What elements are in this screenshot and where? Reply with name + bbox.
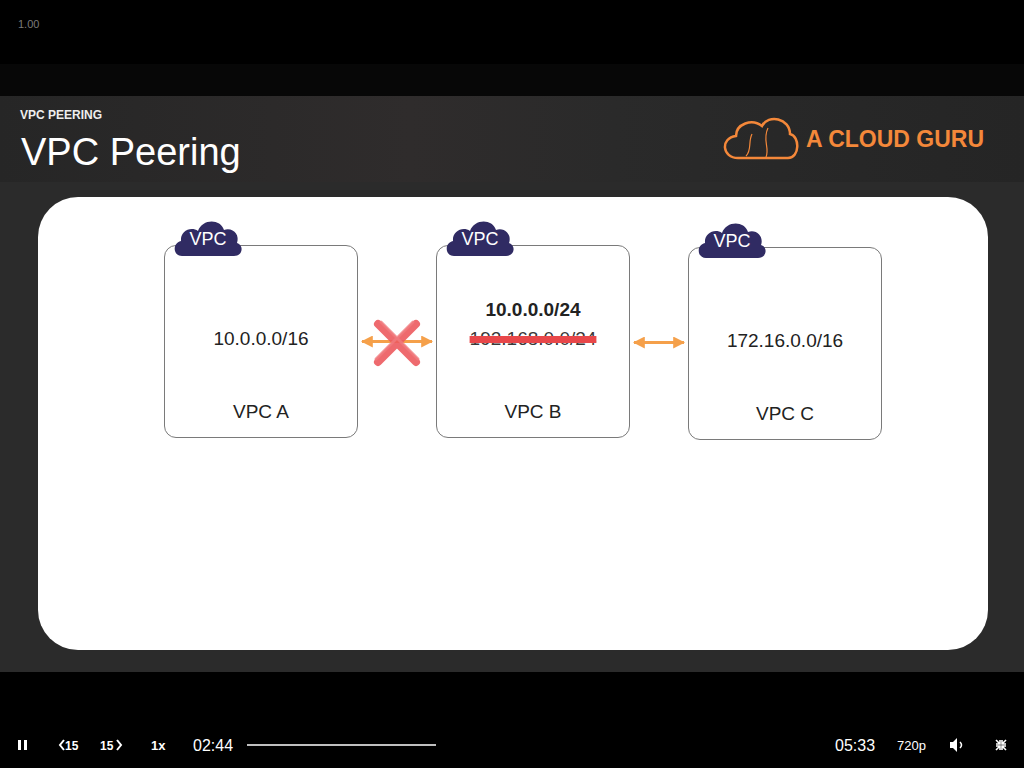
vpc-badge: VPC <box>444 215 516 257</box>
vpc-name: VPC C <box>756 403 814 425</box>
pause-icon <box>24 740 27 750</box>
cidr-block: 172.16.0.0/16 <box>727 330 843 352</box>
exit-fullscreen-icon <box>996 740 1006 750</box>
struck-cidr: 192.168.0.0/24 <box>470 328 597 350</box>
slide-title: VPC Peering <box>21 130 241 174</box>
vpc-badge: VPC <box>696 217 768 259</box>
cidr-block: 10.0.0.0/16 <box>213 328 308 350</box>
vpc-badge-text: VPC <box>444 215 516 249</box>
logo-cloud <box>725 119 797 158</box>
speed-button: 1x <box>151 738 165 754</box>
peering-arrow <box>634 341 684 344</box>
total-time: 05:33 <box>835 736 875 755</box>
volume-icon <box>950 738 957 752</box>
brand-logo-text: A CLOUD GURU <box>806 125 984 153</box>
rewind-seconds: 15 <box>65 739 78 753</box>
rewind-chevron <box>60 740 64 750</box>
vpc-box: VPC10.0.0.0/24192.168.0.0/24VPC B <box>436 245 630 438</box>
vpc-name: VPC A <box>233 401 289 423</box>
pause-icon <box>18 740 21 750</box>
vpc-box: VPC172.16.0.0/16VPC C <box>688 247 882 440</box>
vpc-name: VPC B <box>504 401 561 423</box>
quality-setting: 720p <box>897 738 926 754</box>
current-time: 02:44 <box>193 736 233 755</box>
vpc-box: VPC10.0.0.0/16VPC A <box>164 245 358 438</box>
playback-speed-readout: 1.00 <box>18 18 39 31</box>
volume-icon <box>960 742 962 748</box>
video-top-band <box>0 64 1024 96</box>
vpc-badge: VPC <box>172 215 244 257</box>
red-cross-mark <box>372 318 422 368</box>
vpc-badge-text: VPC <box>696 217 768 251</box>
vpc-badge-text: VPC <box>172 215 244 249</box>
progress-bar <box>247 744 436 746</box>
section-label: VPC PEERING <box>20 108 102 122</box>
forward-seconds: 15 <box>100 739 113 753</box>
cidr-block: 10.0.0.0/24 <box>485 299 580 321</box>
forward-chevron <box>117 740 121 750</box>
